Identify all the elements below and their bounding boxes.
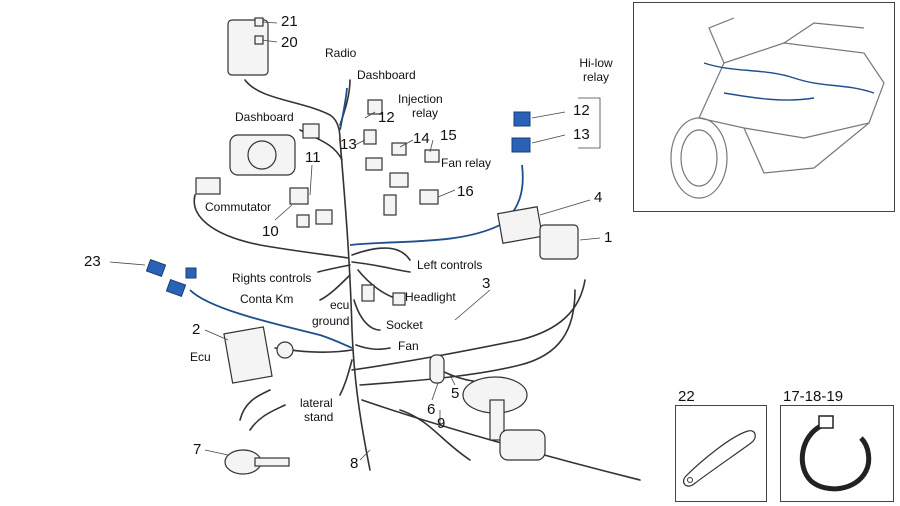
- part-number-6: 6: [427, 401, 436, 418]
- regulator-1: [539, 224, 579, 260]
- label-injection-relay: Injection: [398, 92, 443, 106]
- part-number-16: 16: [457, 183, 474, 200]
- part-number-17-18-19: 17-18-19: [783, 388, 844, 405]
- label-headlight: Headlight: [405, 290, 456, 304]
- label-hilow-relay: Hi-low relay: [576, 56, 616, 84]
- label-radio: Radio: [325, 46, 357, 60]
- part-number-8: 8: [350, 455, 359, 472]
- strap-icon: [682, 430, 756, 487]
- strap-frame-22: [675, 405, 767, 502]
- label-left-controls: Left controls: [417, 258, 483, 272]
- label-lateral-stand-1: lateral: [300, 396, 333, 410]
- part-number-23: 23: [84, 253, 101, 270]
- part-number-21: 21: [281, 13, 298, 30]
- part-number-11: 11: [305, 149, 321, 166]
- label-fan: Fan: [398, 339, 419, 353]
- injection-relay-block: [367, 99, 383, 115]
- part-number-12b: 12: [573, 102, 590, 119]
- label-ecu: Ecu: [190, 350, 211, 364]
- blue-wire-radio: [339, 87, 348, 131]
- part-number-20: 20: [281, 34, 298, 51]
- label-rights-controls: Rights controls: [232, 271, 312, 285]
- ecu-box: [223, 326, 273, 384]
- part-number-2: 2: [192, 321, 201, 338]
- label-dashboard-top: Dashboard: [357, 68, 416, 82]
- label-dashboard-left: Dashboard: [235, 110, 294, 124]
- part-number-7: 7: [193, 441, 202, 458]
- bracket-4: [497, 206, 543, 244]
- main-harness: [339, 139, 371, 471]
- label-conta-km: Conta Km: [240, 292, 294, 306]
- relay-13-blue: [511, 137, 531, 153]
- label-injection-relay-2: relay: [412, 106, 439, 120]
- label-fan-relay: Fan relay: [441, 156, 492, 170]
- part-number-12a: 12: [378, 109, 395, 126]
- blue-wire-relay23: [189, 289, 353, 349]
- part-number-10: 10: [262, 223, 279, 240]
- part-number-22: 22: [678, 388, 695, 405]
- harness-top: [244, 79, 341, 141]
- part-number-1: 1: [604, 229, 613, 246]
- fuse-holder-23a: [145, 258, 167, 278]
- fuse-holder-23b: [165, 278, 187, 298]
- relay-12-blue: [513, 111, 531, 127]
- commutator-switch: [195, 177, 221, 195]
- label-ecu-ground-1: ecu: [330, 298, 350, 312]
- part-number-3: 3: [482, 275, 491, 292]
- blue-wire-hilow: [349, 164, 524, 246]
- clamp-frame-17-18-19: [780, 405, 894, 502]
- motorcycle-icon: [670, 17, 885, 199]
- part-number-14: 14: [413, 130, 430, 147]
- part-number-4: 4: [594, 189, 603, 206]
- part-number-13b: 13: [573, 126, 590, 143]
- part-number-9: 9: [437, 415, 446, 432]
- label-socket: Socket: [386, 318, 423, 332]
- motorcycle-inset: [633, 2, 895, 212]
- label-ecu-ground-2: ground: [312, 314, 350, 328]
- label-hilow-1: Hi-low: [579, 56, 613, 70]
- part-number-15: 15: [440, 127, 457, 144]
- label-lateral-stand-2: stand: [304, 410, 334, 424]
- connector-block-top: [227, 19, 269, 76]
- commutator-branch: [193, 194, 349, 259]
- part-number-13a: 13: [340, 136, 357, 153]
- part-number-5: 5: [451, 385, 460, 402]
- cable-clamp-icon: [799, 415, 872, 492]
- label-hilow-2: relay: [582, 70, 609, 84]
- label-commutator: Commutator: [205, 200, 272, 214]
